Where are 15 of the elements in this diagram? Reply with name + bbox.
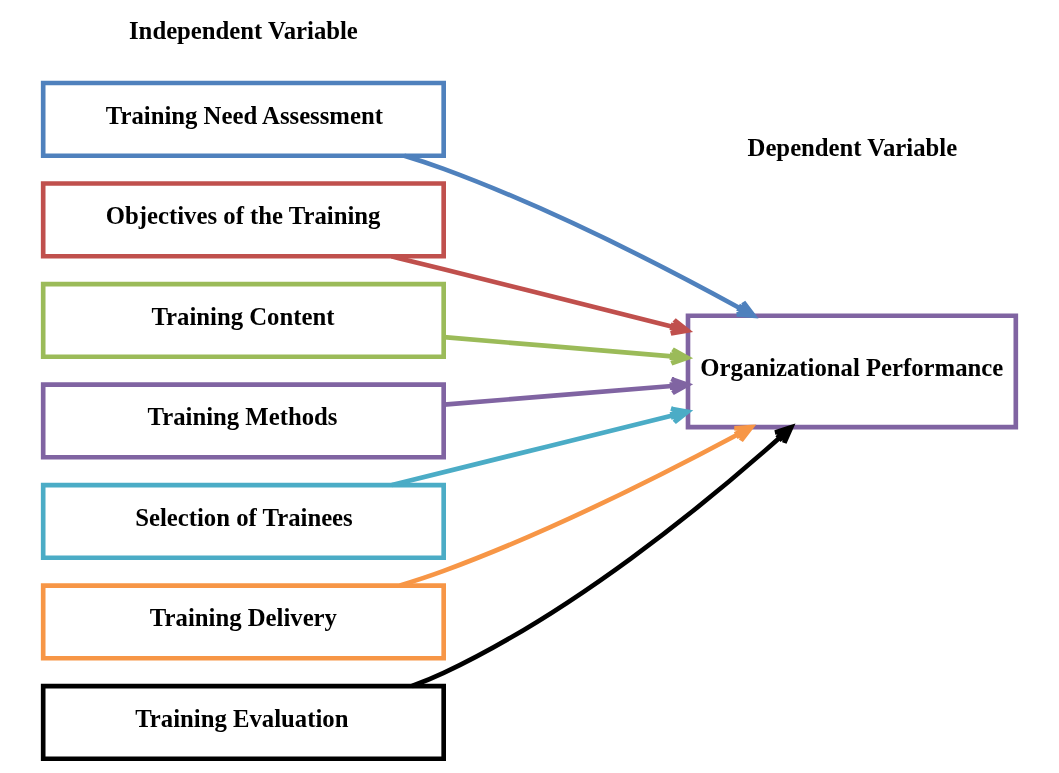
node-box: Organizational Performance	[685, 313, 1019, 430]
arrow	[399, 424, 754, 588]
node-box: Objectives of the Training	[40, 181, 446, 259]
label: Dependent Variable	[747, 134, 958, 162]
node-box: Training Need Assessment	[40, 80, 446, 159]
node-box: Training Content	[40, 281, 446, 360]
arrow	[443, 334, 690, 366]
arrow	[443, 376, 690, 407]
node-box: Training Evaluation	[40, 683, 446, 762]
node-box: Selection of Trainees	[40, 482, 446, 561]
arrow	[403, 153, 756, 318]
arrow	[390, 254, 690, 336]
node-box: Training Delivery	[40, 583, 446, 661]
label: Independent Variable	[129, 16, 358, 44]
node-box: Training Methods	[40, 382, 446, 460]
